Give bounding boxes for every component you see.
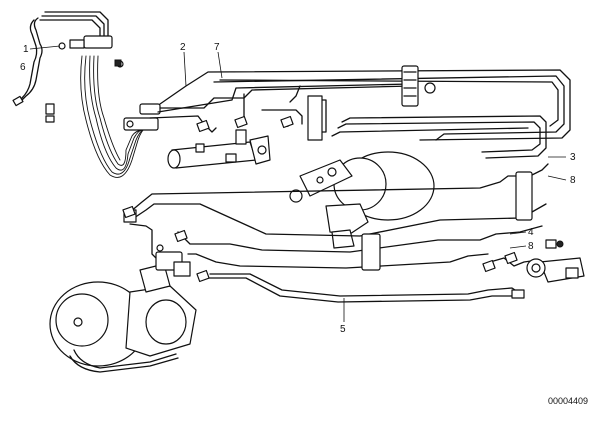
callout-labels: 1 6 2 7 3 8 4 8 5 [20,42,576,335]
callout-5: 5 [340,324,346,335]
right-pipe-clip [401,65,436,107]
callout-3: 3 [570,152,576,163]
vacuum-booster [49,209,197,373]
brake-booster [289,151,435,249]
callout-4: 4 [528,227,534,238]
pressure-regulator-valve [526,239,585,283]
diagram-reference-number: 00004409 [548,396,588,406]
flexible-hoses [80,55,161,178]
rear-brake-pipes [149,69,571,159]
callout-1: 1 [23,44,29,55]
callout-6: 6 [20,62,26,73]
front-brake-pipes [129,163,549,271]
top-left-pipe-bracket [12,11,124,123]
master-cylinder [167,121,290,169]
callout-8-upper: 8 [570,175,576,186]
callout-2: 2 [180,42,186,53]
leader-lines [29,45,567,322]
fitting-nuts [122,115,518,283]
callout-7: 7 [214,42,220,53]
callout-8-lower: 8 [528,241,534,252]
